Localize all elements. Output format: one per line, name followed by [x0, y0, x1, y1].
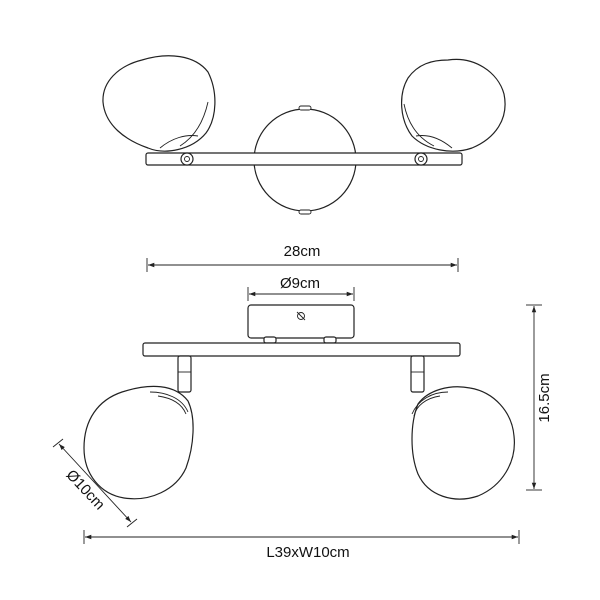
top-view-right-shade-inner [403, 103, 435, 147]
dimension-base-diameter-label: Ø9cm [280, 275, 320, 292]
dimension-28cm-label: 28cm [284, 243, 321, 260]
top-view [102, 55, 506, 215]
dimension-height: 16.5cm [526, 304, 553, 491]
top-view-base-screw-bottom [298, 209, 312, 215]
front-view-connector-right [323, 336, 337, 344]
front-view-right-stem [410, 355, 425, 393]
top-view-left-shade [102, 55, 216, 152]
dimension-28cm: 28cm [146, 243, 459, 272]
top-view-base-screw-top [298, 105, 312, 111]
top-view-right-joint [414, 152, 428, 166]
front-view-left-stem [177, 355, 192, 393]
top-view-left-shade-inner [179, 101, 209, 147]
front-view-right-shade-holder [411, 391, 449, 415]
front-view-right-shade [411, 386, 515, 500]
front-view-connector-left [263, 336, 277, 344]
front-view-base-screw [297, 312, 305, 320]
top-view-left-joint [180, 152, 194, 166]
dimension-overall-label: L39xW10cm [266, 544, 349, 561]
top-view-right-shade [401, 58, 506, 152]
top-view-right-shade-holder [415, 135, 453, 149]
front-view-left-shade-holder [149, 391, 189, 413]
top-view-right-joint-pin [418, 156, 424, 162]
dimension-base-diameter: Ø9cm [247, 275, 355, 301]
front-view [83, 304, 515, 500]
front-view-bar [142, 342, 461, 357]
front-view-base [247, 304, 355, 339]
top-view-left-shade-holder [159, 135, 199, 149]
dimension-height-label: 16.5cm [536, 373, 553, 422]
top-view-bar [145, 152, 463, 166]
top-view-left-joint-pin [184, 156, 190, 162]
dimension-overall: L39xW10cm [83, 530, 520, 561]
front-view-left-shade [83, 385, 194, 500]
